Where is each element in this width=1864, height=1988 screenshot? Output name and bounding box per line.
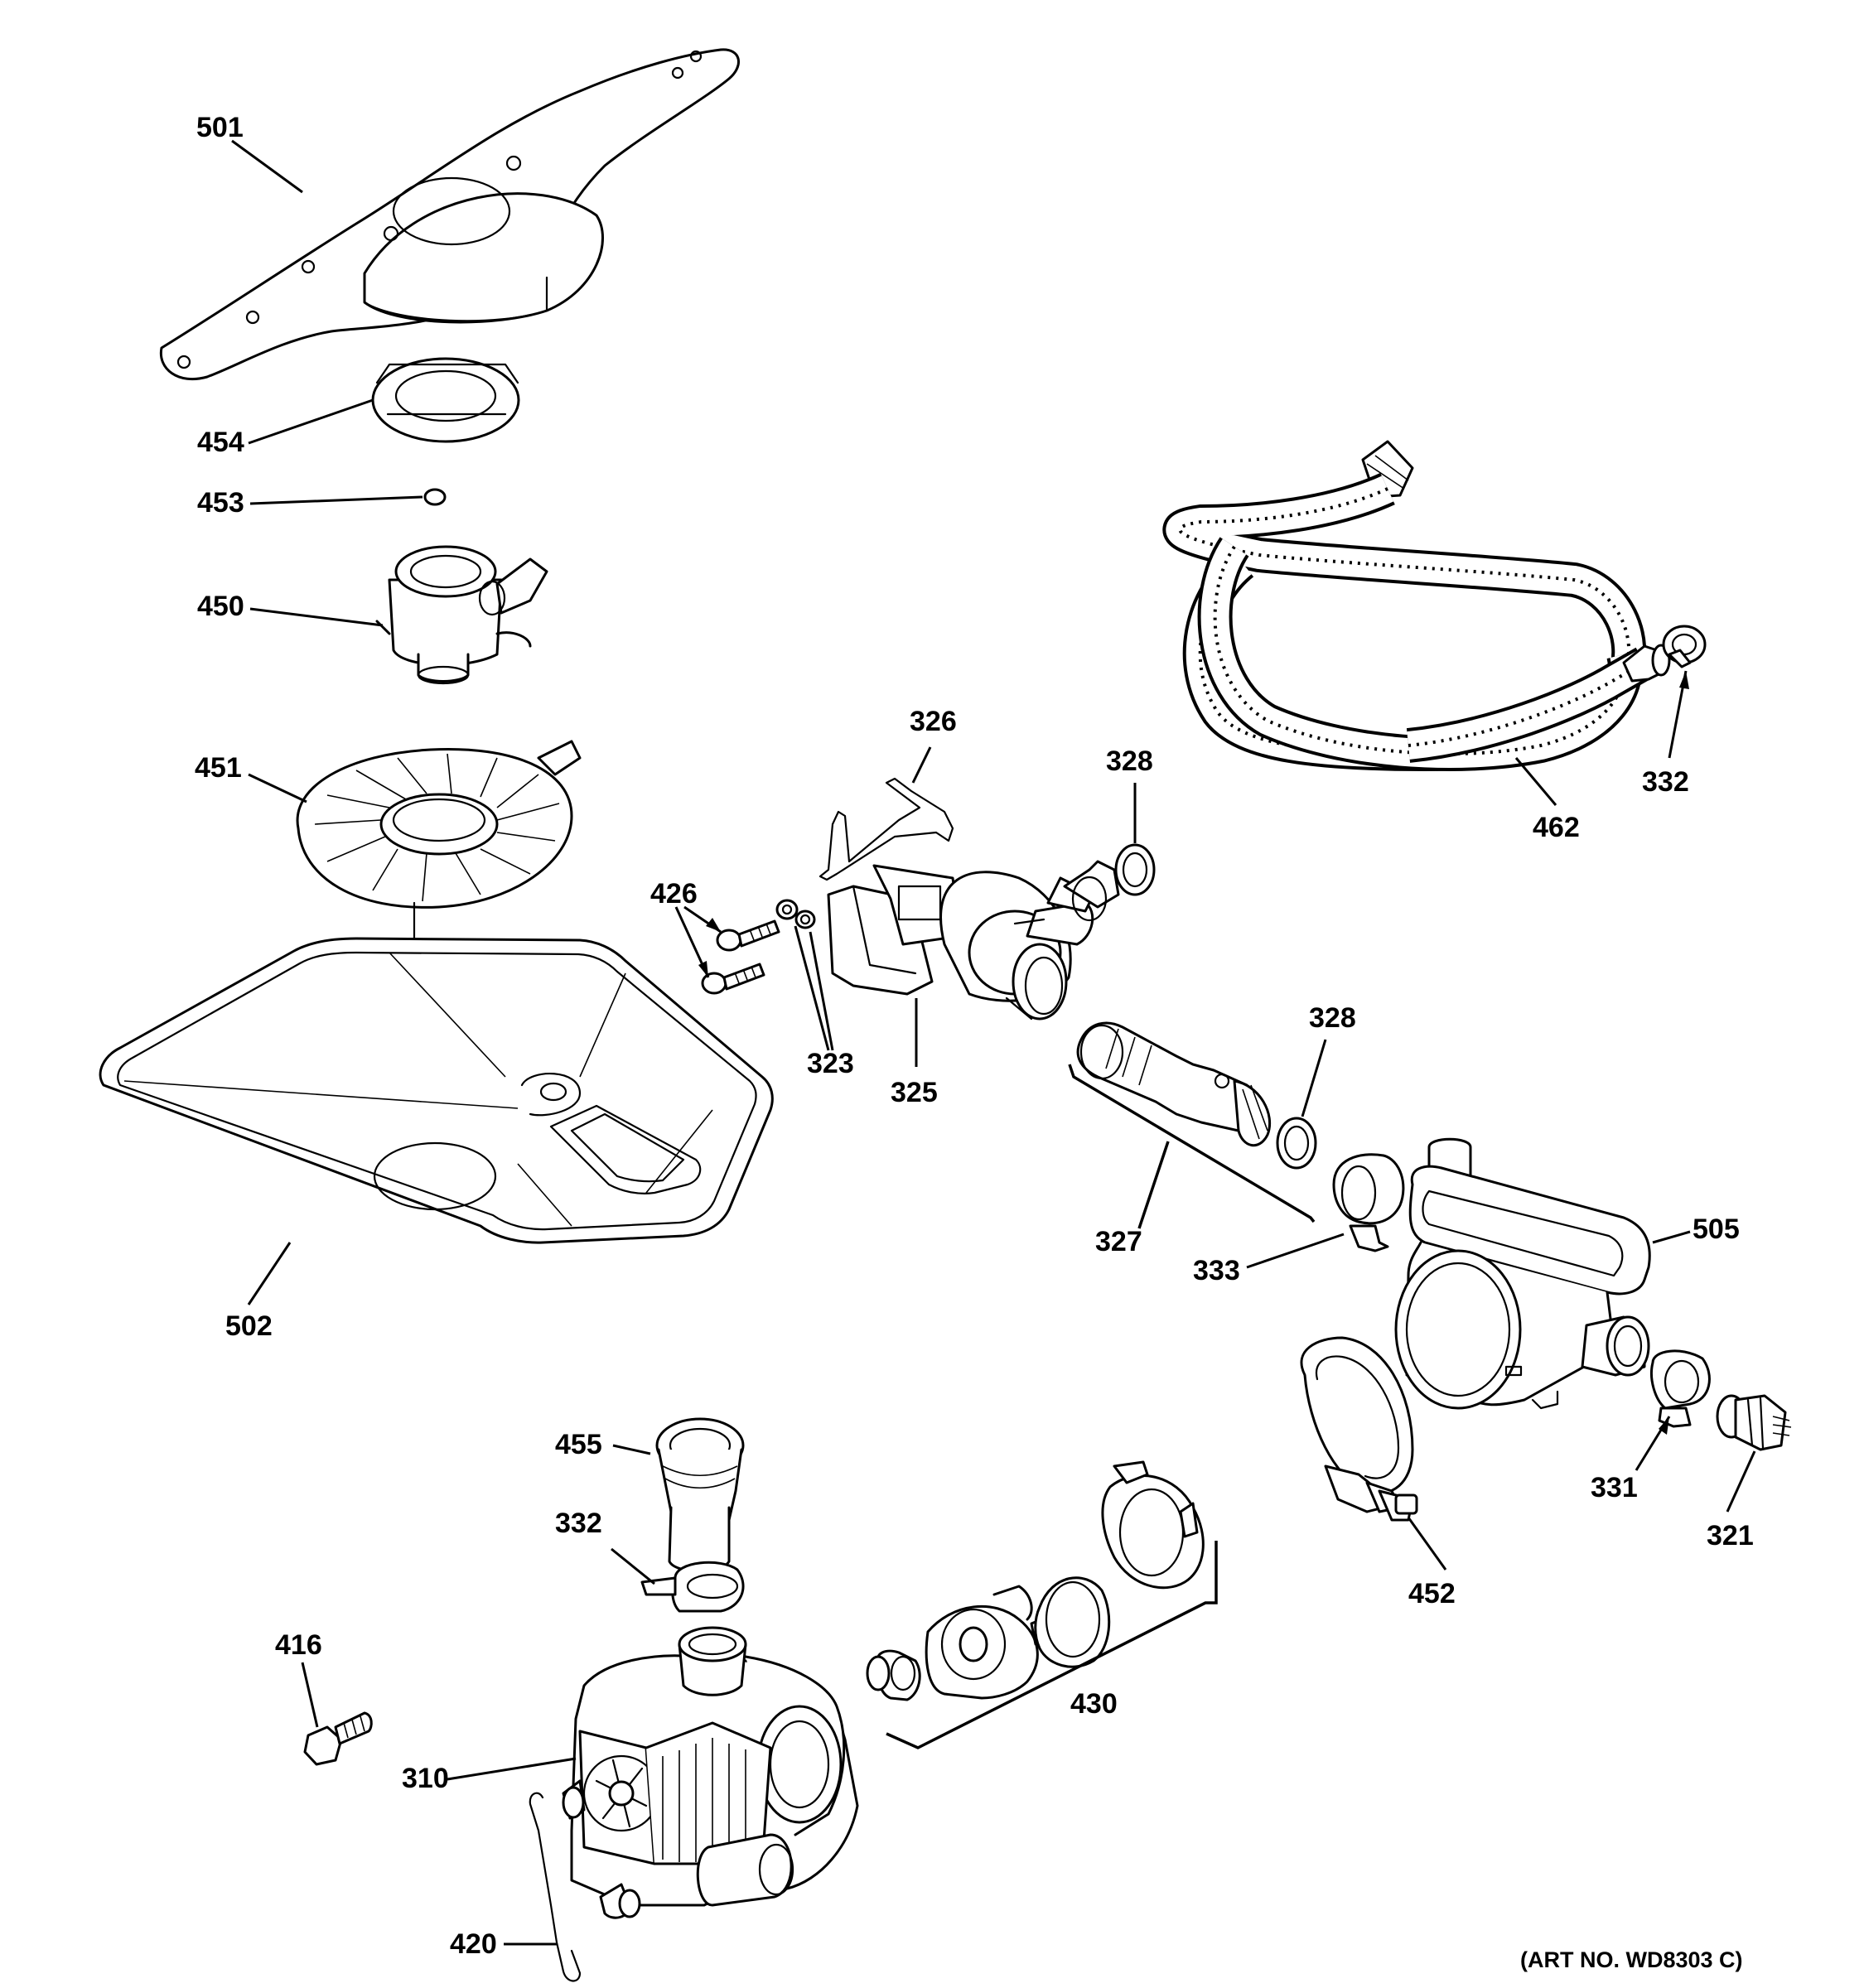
callout-426: 426 xyxy=(650,878,698,910)
callout-452: 452 xyxy=(1408,1578,1456,1609)
part-325-drain-pump xyxy=(827,860,1120,1021)
callout-327: 327 xyxy=(1095,1226,1142,1257)
part-453-o-ring xyxy=(423,488,447,506)
callout-333: 333 xyxy=(1193,1255,1240,1286)
part-328-seal-lower xyxy=(1276,1117,1317,1170)
callout-451: 451 xyxy=(195,752,242,784)
part-502-sump-seal xyxy=(99,937,774,1244)
part-430-impeller-kit xyxy=(866,1460,1205,1701)
part-505-sump-housing xyxy=(1394,1137,1651,1410)
part-451-filter xyxy=(296,740,582,946)
part-450-manifold xyxy=(375,545,548,685)
callout-450: 450 xyxy=(197,591,244,622)
callout-321: 321 xyxy=(1707,1520,1754,1551)
callout-420: 420 xyxy=(450,1928,497,1960)
callout-332b: 332 xyxy=(555,1508,602,1539)
callout-416: 416 xyxy=(275,1629,322,1661)
callout-328b: 328 xyxy=(1309,1002,1356,1034)
part-327-hose-coupling xyxy=(1076,1021,1272,1146)
callout-325: 325 xyxy=(891,1077,938,1108)
part-326-clip xyxy=(819,777,954,881)
callout-455: 455 xyxy=(555,1429,602,1460)
part-332-clamp-upper xyxy=(1662,625,1707,668)
callout-430: 430 xyxy=(1070,1688,1118,1720)
part-328-seal-upper xyxy=(1114,843,1156,896)
part-333-clamp xyxy=(1332,1153,1405,1252)
callout-501: 501 xyxy=(196,112,244,143)
callout-454: 454 xyxy=(197,427,244,458)
part-331-clamp xyxy=(1650,1349,1711,1428)
part-323-washers xyxy=(775,899,816,929)
callout-462: 462 xyxy=(1533,812,1580,843)
callout-326: 326 xyxy=(910,706,957,737)
part-454-retainer xyxy=(371,357,520,443)
part-420-wire-clip xyxy=(529,1792,582,1982)
callout-332a: 332 xyxy=(1642,766,1689,798)
part-462-drain-hose xyxy=(1162,440,1671,772)
part-332-clamp-lower xyxy=(640,1561,745,1613)
callout-323: 323 xyxy=(807,1048,854,1079)
callout-453: 453 xyxy=(197,487,244,519)
callout-502: 502 xyxy=(225,1310,273,1342)
callout-310: 310 xyxy=(402,1763,449,1794)
part-310-pump-motor xyxy=(562,1626,859,1919)
part-455-bellows xyxy=(655,1417,745,1573)
callout-328a: 328 xyxy=(1106,746,1153,777)
part-452-large-clamp xyxy=(1300,1336,1418,1522)
part-321-turbidity-sensor xyxy=(1716,1394,1792,1451)
callout-505: 505 xyxy=(1693,1214,1740,1245)
part-416-bolt xyxy=(303,1711,373,1766)
callout-331: 331 xyxy=(1591,1472,1638,1503)
part-501-spray-arm xyxy=(159,48,740,381)
art-number: (ART NO. WD8303 C) xyxy=(1520,1947,1743,1972)
part-426-screws xyxy=(701,919,780,995)
